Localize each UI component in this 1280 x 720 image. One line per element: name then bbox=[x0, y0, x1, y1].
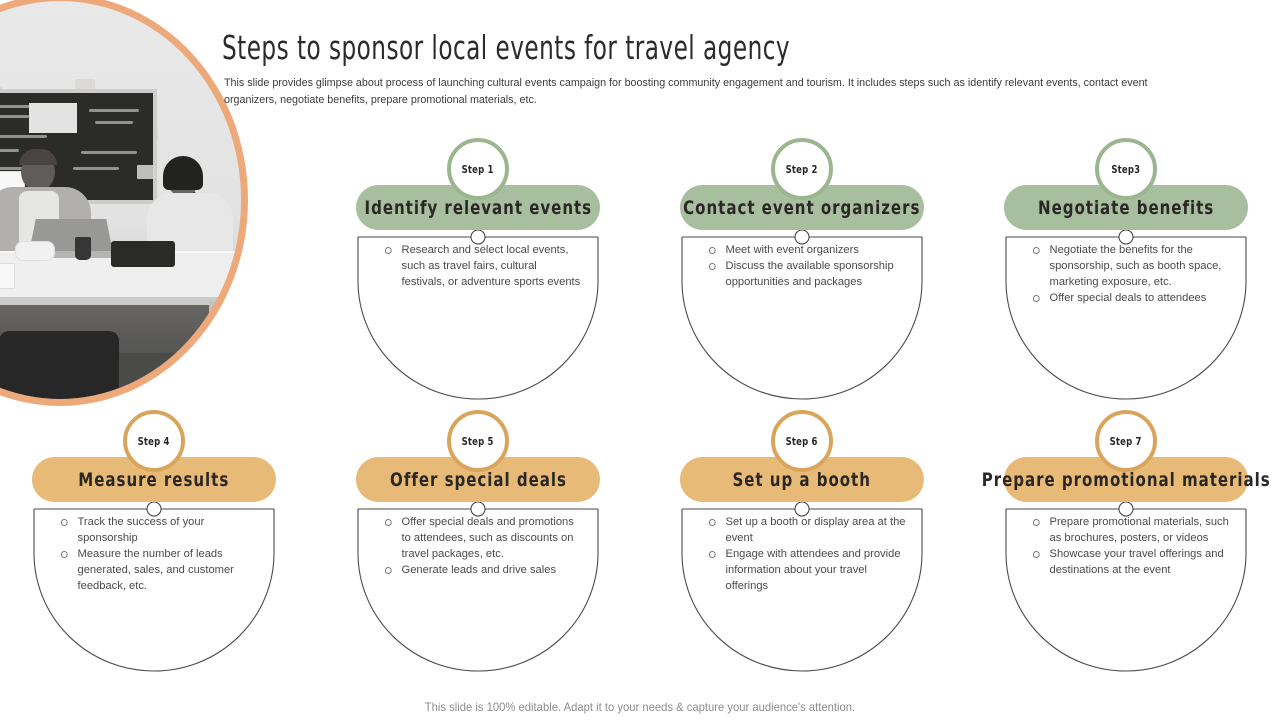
step-bullets-4: Track the success of your sponsorship Me… bbox=[54, 514, 262, 594]
step-badge-7: Step 7 bbox=[1095, 410, 1157, 472]
step-badge-3: Step3 bbox=[1095, 138, 1157, 200]
page-subtitle: This slide provides glimpse about proces… bbox=[224, 77, 1148, 106]
list-item: Research and select local events, such a… bbox=[378, 242, 582, 290]
step-badge-label-3: Step3 bbox=[1111, 162, 1141, 176]
photo-illustration bbox=[0, 1, 241, 399]
step-badge-2: Step 2 bbox=[771, 138, 833, 200]
step-badge-label-2: Step 2 bbox=[786, 162, 818, 176]
step-body-shape-4 bbox=[32, 501, 276, 672]
list-item: Offer special deals and promotions to at… bbox=[378, 514, 582, 562]
step-title-4: Measure results bbox=[78, 468, 230, 491]
list-item: Engage with attendees and provide inform… bbox=[702, 546, 906, 594]
list-item: Discuss the available sponsorship opport… bbox=[702, 258, 906, 290]
step-bullets-1: Research and select local events, such a… bbox=[378, 242, 586, 290]
list-item: Meet with event organizers bbox=[702, 242, 906, 258]
step-title-3: Negotiate benefits bbox=[1037, 196, 1215, 219]
step-title-1: Identify relevant events bbox=[364, 196, 592, 219]
list-item: Measure the number of leads generated, s… bbox=[54, 546, 258, 594]
step-bullets-2: Meet with event organizers Discuss the a… bbox=[702, 242, 910, 290]
step-body-shape-3 bbox=[1004, 229, 1248, 400]
step-title-pill-6[interactable]: Set up a booth bbox=[680, 457, 924, 502]
step-badge-label-1: Step 1 bbox=[462, 162, 494, 176]
step-bullets-5: Offer special deals and promotions to at… bbox=[378, 514, 586, 578]
step-body-shape-6 bbox=[680, 501, 924, 672]
step-badge-label-6: Step 6 bbox=[786, 434, 818, 448]
step-badge-label-4: Step 4 bbox=[138, 434, 170, 448]
step-bullets-6: Set up a booth or display area at the ev… bbox=[702, 514, 910, 594]
step-badge-label-7: Step 7 bbox=[1110, 434, 1142, 448]
team-meeting-photo bbox=[0, 0, 248, 406]
step-bullets-3: Negotiate the benefits for the sponsorsh… bbox=[1026, 242, 1234, 306]
step-badge-6: Step 6 bbox=[771, 410, 833, 472]
list-item: Prepare promotional materials, such as b… bbox=[1026, 514, 1230, 546]
step-title-6: Set up a booth bbox=[732, 468, 872, 491]
list-item: Generate leads and drive sales bbox=[378, 562, 582, 578]
step-body-shape-2 bbox=[680, 229, 924, 400]
list-item: Offer special deals to attendees bbox=[1026, 290, 1230, 306]
list-item: Track the success of your sponsorship bbox=[54, 514, 258, 546]
list-item: Set up a booth or display area at the ev… bbox=[702, 514, 906, 546]
step-badge-1: Step 1 bbox=[447, 138, 509, 200]
step-body-shape-1 bbox=[356, 229, 600, 400]
step-title-2: Contact event organizers bbox=[683, 196, 921, 219]
step-title-pill-3[interactable]: Negotiate benefits bbox=[1004, 185, 1248, 230]
list-item: Showcase your travel offerings and desti… bbox=[1026, 546, 1230, 578]
step-title-5: Offer special deals bbox=[389, 468, 567, 491]
step-badge-4: Step 4 bbox=[123, 410, 185, 472]
list-item: Negotiate the benefits for the sponsorsh… bbox=[1026, 242, 1230, 290]
step-body-shape-5 bbox=[356, 501, 600, 672]
step-badge-5: Step 5 bbox=[447, 410, 509, 472]
step-title-7: Prepare promotional materials bbox=[981, 468, 1271, 491]
step-body-shape-7 bbox=[1004, 501, 1248, 672]
page-title: Steps to sponsor local events for travel… bbox=[222, 28, 791, 67]
step-bullets-7: Prepare promotional materials, such as b… bbox=[1026, 514, 1234, 578]
step-badge-label-5: Step 5 bbox=[462, 434, 494, 448]
footer-note: This slide is 100% editable. Adapt it to… bbox=[424, 701, 856, 714]
